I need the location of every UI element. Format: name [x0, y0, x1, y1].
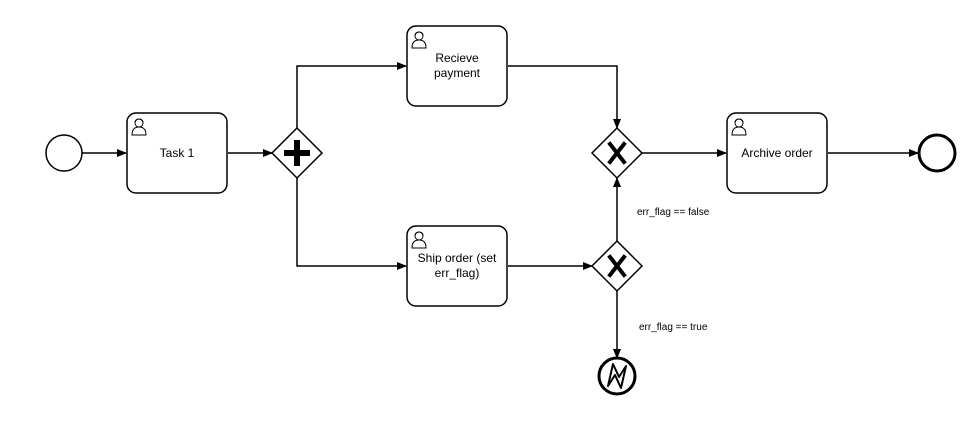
lightning-icon: [607, 363, 627, 389]
parallel-gateway[interactable]: [270, 126, 324, 180]
condition-true-label: err_flag == true: [639, 322, 708, 333]
exclusive-merge-gateway[interactable]: [590, 126, 644, 180]
task-1-label: Task 1: [159, 145, 195, 160]
exclusive-error-gateway[interactable]: [590, 239, 644, 293]
x-icon: [607, 141, 627, 165]
start-event[interactable]: [45, 134, 83, 172]
error-end-event[interactable]: [597, 356, 637, 396]
task-1[interactable]: [126, 112, 228, 194]
flow-receive-payment-to-merge: [508, 65, 621, 129]
ship-order-label: Ship order (set err_flag): [417, 251, 497, 280]
flow-parallel-to-ship-order: [296, 178, 407, 270]
receive-payment-label: Recieve payment: [433, 51, 481, 80]
end-event[interactable]: [917, 133, 957, 173]
task-ship-order[interactable]: [406, 225, 508, 307]
task-archive-order[interactable]: [726, 112, 828, 194]
archive-order-label: Archive order: [741, 145, 813, 160]
condition-false-label: err_flag == false: [637, 207, 710, 218]
x-icon: [607, 254, 627, 278]
flow-parallel-to-receive-payment: [296, 62, 407, 128]
task-receive-payment[interactable]: [406, 25, 508, 107]
plus-icon: [284, 140, 310, 166]
